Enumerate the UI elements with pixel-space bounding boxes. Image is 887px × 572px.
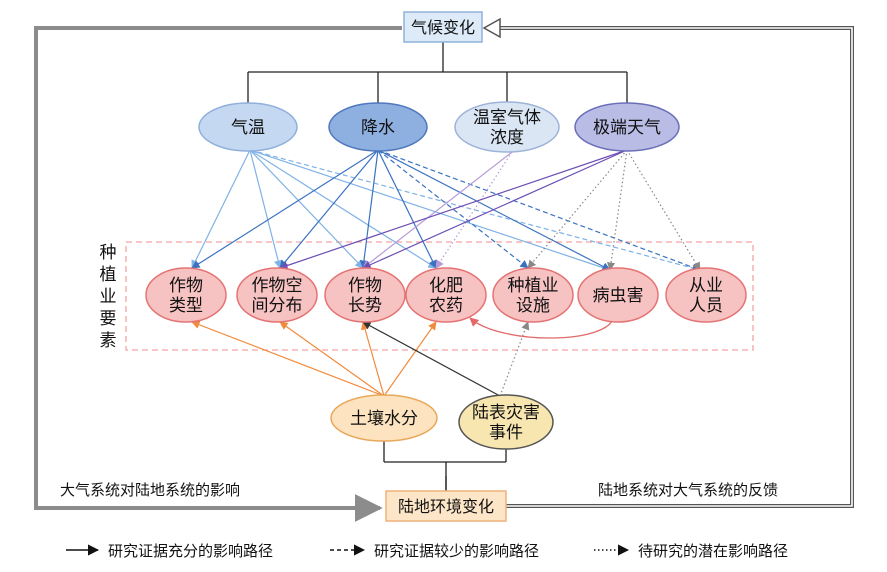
planting-title-char: 业 — [100, 287, 117, 307]
planting-node-pest-label: 病虫害 — [593, 286, 644, 306]
path-precip-to-crop_type — [191, 149, 379, 269]
path-temp-to-crop_dist — [249, 149, 283, 269]
path-temp-to-pest — [249, 149, 611, 272]
climate-node-temp-label: 气温 — [231, 118, 265, 138]
climate-node-ghg-label: 温室气体 — [473, 108, 541, 128]
path-temp-to-workers — [249, 149, 701, 273]
planting-node-crop_type-label: 作物 — [169, 276, 203, 296]
planting-node-facility-label: 种植业 — [508, 276, 559, 296]
planting-node-pest: 病虫害 — [577, 267, 659, 323]
feedback-arrowhead — [482, 17, 501, 39]
climate-change-label: 气候变化 — [411, 18, 475, 37]
path-soil-to-crop_growth — [361, 321, 385, 397]
climate-node-precip-label: 降水 — [361, 118, 395, 138]
planting-node-fert-label: 农药 — [429, 296, 463, 316]
path-ghg-to-crop_growth — [362, 151, 513, 269]
legend-solid-label: 研究证据充分的影响路径 — [108, 542, 273, 560]
legend: 研究证据充分的影响路径 研究证据较少的影响路径 待研究的潜在影响路径 — [66, 542, 788, 560]
climate-node-extreme: 极端天气 — [574, 102, 680, 152]
land-node-soil-label: 土壤水分 — [350, 408, 418, 429]
land-node-disaster-label: 陆表灾害 — [472, 403, 540, 423]
path-disaster-to-crop_growth — [362, 321, 501, 397]
planting-title-char: 种 — [100, 243, 117, 263]
planting-node-crop_growth-label: 作物 — [348, 276, 382, 296]
path-temp-to-crop_type — [191, 149, 251, 269]
land-node-soil: 土壤水分 — [330, 394, 438, 442]
planting-node-crop_growth-label: 长势 — [348, 296, 382, 316]
planting-title-char: 植 — [100, 265, 117, 285]
climate-node-extreme-label: 极端天气 — [593, 118, 661, 138]
path-temp-to-crop_growth — [249, 149, 364, 269]
feedback-label: 陆地系统对大气系统的反馈 — [598, 481, 778, 499]
planting-node-fert-label: 化肥 — [429, 276, 463, 296]
planting-node-facility-label: 设施 — [516, 296, 550, 316]
planting-factors: 作物类型作物空间分布作物长势化肥农药种植业设施病虫害从业人员 — [145, 267, 747, 323]
path-temp-to-fert — [249, 149, 437, 269]
path-soil-to-crop_dist — [279, 321, 385, 397]
path-ghg-to-fert — [435, 151, 513, 269]
path-precip-to-fert — [377, 149, 437, 269]
influence-label: 大气系统对陆地系统的影响 — [60, 481, 240, 499]
path-extreme-to-crop_dist — [279, 149, 628, 270]
path-disaster-to-facility — [499, 321, 530, 397]
path-precip-to-crop_growth — [359, 149, 379, 269]
path-extreme-to-pest — [606, 149, 628, 271]
path-pest-to-fertilizer — [469, 315, 615, 339]
feedback-loop-outer — [500, 26, 854, 508]
path-soil-to-fert — [383, 321, 437, 397]
planting-node-crop_type-label: 类型 — [169, 296, 203, 316]
planting-node-crop_dist-label: 作物空 — [252, 276, 303, 296]
legend-dotted-label: 待研究的潜在影响路径 — [638, 542, 788, 560]
climate-change-box: 气候变化 — [403, 11, 483, 43]
path-extreme-to-facility — [527, 149, 628, 269]
influence-paths — [191, 149, 701, 397]
planting-node-crop_dist-label: 间分布 — [252, 296, 303, 316]
path-extreme-to-crop_growth — [362, 149, 628, 269]
planting-node-workers-label: 从业 — [689, 276, 723, 296]
climate-node-ghg-label: 浓度 — [490, 128, 524, 148]
legend-dashed-label: 研究证据较少的影响路径 — [374, 542, 539, 560]
planting-boundary — [125, 241, 754, 351]
path-precip-to-workers — [377, 149, 701, 272]
path-precip-to-crop_dist — [279, 149, 379, 269]
feedback-frame — [34, 17, 854, 522]
path-soil-to-crop_type — [191, 320, 385, 397]
tree-connectors — [247, 40, 628, 492]
planting-title-char: 素 — [100, 331, 117, 351]
influence-loop-line — [34, 26, 402, 522]
land-node-disaster-label: 事件 — [489, 423, 523, 443]
climate-node-precip: 降水 — [328, 102, 428, 152]
path-extreme-to-workers — [626, 149, 701, 271]
climate-node-temp: 气温 — [198, 102, 298, 152]
land-change-box: 陆地环境变化 — [385, 490, 507, 522]
feedback-loop-inner — [500, 27, 853, 507]
planting-node-workers-label: 人员 — [689, 296, 723, 316]
land-change-label: 陆地环境变化 — [398, 497, 494, 516]
planting-title-char: 要 — [100, 309, 117, 329]
